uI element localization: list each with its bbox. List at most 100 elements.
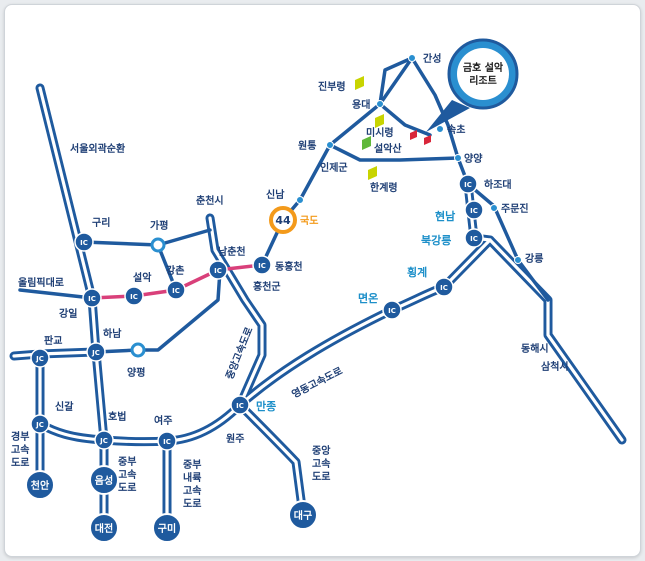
svg-text:중부: 중부 [118,456,136,468]
svg-text:중앙: 중앙 [312,445,331,457]
label-gangil: 강일 [59,307,77,320]
road-label-jungbu-inland: 중부 내륙 고속 도로 [183,459,201,510]
svg-text:JC: JC [35,355,44,363]
label-hangyeryeong: 한계령 [370,181,398,194]
bukgangneung-ic[interactable]: IC [464,228,484,248]
gapyeong-node[interactable] [150,237,166,253]
route-44-number: 44 [275,214,291,227]
pangyo-jc[interactable]: JC [30,348,50,368]
road-label-jungang-south: 중앙 고속 도로 [312,445,331,483]
label-chuncheon: 춘천시 [196,194,224,207]
svg-text:IC: IC [214,267,222,275]
gangneung-dot [514,256,522,264]
jungang-expressway-inner [208,216,264,407]
gansung-sokcho-road [410,56,470,186]
markers [355,76,431,180]
label-gapyeong: 가평 [150,219,168,232]
yangpyeong-node[interactable] [130,342,146,358]
label-seoraksan: 설악산 [374,142,402,155]
label-hoenggye: 횡계 [407,265,427,279]
namchuncheon-ic[interactable]: IC [208,260,228,280]
daejeon-endpoint[interactable]: 대전 [89,513,119,543]
svg-text:IC: IC [130,293,138,301]
label-gansung: 간성 [423,52,441,65]
road-label-yeongdong: 영동고속도로 [289,364,344,401]
jungang-expressway-south-inner [238,403,305,517]
hobeop-jc[interactable]: JC [94,430,114,450]
label-injegun: 인제군 [320,161,348,174]
svg-text:IC: IC [388,307,396,315]
svg-text:JC: JC [91,349,100,357]
myeonon-ic[interactable]: IC [382,300,402,320]
label-gangchon: 강촌 [166,264,184,277]
misiryeong-mountain-icon [375,114,384,128]
resort-red-icon-1 [410,130,417,140]
label-singal: 신갈 [55,400,74,413]
yangyang-dot [454,154,462,162]
yeoju-ic[interactable]: IC [157,431,177,451]
seorak-ic[interactable]: IC [124,286,144,306]
manjong-ic[interactable]: IC [230,395,250,415]
hajodae-ic[interactable]: IC [458,174,478,194]
road-label-seoul-ring: 서울외곽순환 [70,142,126,155]
svg-text:도로: 도로 [183,498,201,510]
label-pangyo: 판교 [44,334,62,347]
eumseong-endpoint[interactable]: 음성 [89,465,119,495]
dongchuncheon-ic[interactable]: IC [252,255,272,275]
label-yeoju: 여주 [154,414,172,427]
place-labels: 간성 진부령 용대 미시령 속초 설악산 원통 인제군 양양 한계령 하조대 신… [18,52,569,445]
hangyeryeong-mountain-icon [368,166,377,180]
label-hanam: 하남 [103,327,122,340]
svg-text:IC: IC [236,402,244,410]
label-hajodae: 하조대 [484,178,512,191]
svg-text:고속: 고속 [11,444,29,456]
svg-text:내륙: 내륙 [183,471,201,484]
label-hyeonnam: 현남 [435,209,455,223]
gumi-endpoint[interactable]: 구미 [152,513,182,543]
hanam-yangpyeong-road [94,268,222,354]
cheonan-endpoint[interactable]: 천안 [25,470,55,500]
yongdae-gansung-road [378,56,414,106]
guri-gapyeong-road [82,228,212,247]
road-label-jungbu: 중부 고속 도로 [118,456,136,494]
label-guri: 구리 [92,216,110,229]
yongdae-dot [376,100,384,108]
resort-pin-pointer [426,100,470,132]
svg-text:IC: IC [258,262,266,270]
guri-ic[interactable]: IC [74,232,94,252]
gangil-ic[interactable]: IC [82,288,102,308]
label-donghaesi: 동해시 [521,342,549,355]
olympic-road [18,288,94,300]
daegu-endpoint[interactable]: 대구 [288,500,318,530]
svg-text:경부: 경부 [11,430,29,443]
svg-text:고속: 고속 [312,458,330,470]
label-olympic: 올림픽대로 [18,276,64,289]
gansung-dot [408,54,416,62]
wontong-dot [326,141,334,149]
label-sinnam: 신남 [266,188,285,201]
resort-pin[interactable]: 금호 설악 리조트 [426,38,519,132]
svg-text:음성: 음성 [95,474,113,487]
hoenggye-ic[interactable]: IC [434,277,454,297]
hanam-jc[interactable]: JC [86,342,106,362]
label-yangpyeong: 양평 [127,366,145,379]
gangchon-ic[interactable]: IC [166,280,186,300]
coastal-road [466,182,550,302]
singal-jc[interactable]: JC [30,414,50,434]
label-sokcho: 속초 [447,123,465,136]
svg-text:IC: IC [470,207,478,215]
seoraksan-mountain-icon [362,136,371,150]
label-yangyang: 양양 [464,153,483,165]
label-seorak-ic: 설악 [133,271,152,284]
label-yongdae: 용대 [352,98,370,111]
svg-text:고속: 고속 [118,469,136,481]
route-44-marker[interactable]: 44 국도 [269,206,318,234]
label-hobeop: 호법 [108,410,126,423]
svg-text:IC: IC [80,239,88,247]
svg-text:IC: IC [440,284,448,292]
svg-text:IC: IC [88,295,96,303]
endpoints: 천안 음성 대전 구미 대구 [25,465,318,543]
hyeonnam-ic[interactable]: IC [464,200,484,220]
yongdae-misiryeong-road [378,102,432,137]
